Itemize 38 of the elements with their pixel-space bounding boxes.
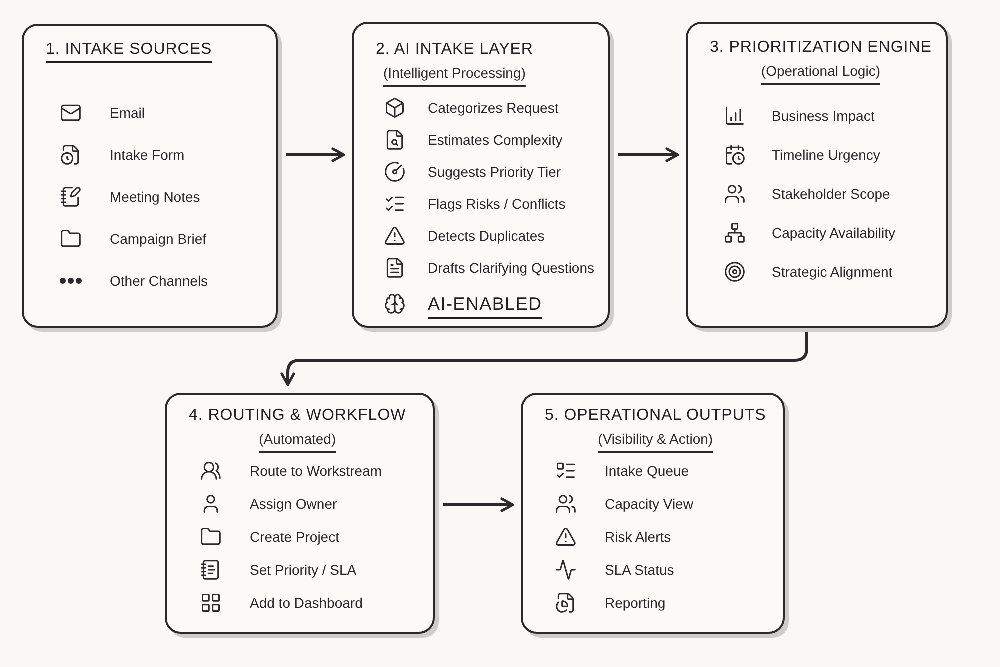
section-title: 3. PRIORITIZATION ENGINE [710, 38, 932, 58]
arrow [618, 148, 680, 162]
item-label: Add to Dashboard [250, 594, 363, 613]
item-label: Timeline Urgency [772, 146, 880, 165]
item-label: Other Channels [110, 272, 208, 291]
section-subtitle: (Intelligent Processing) [384, 64, 526, 83]
item-label: Reporting [605, 594, 666, 613]
item-label: Flags Risks / Conflicts [428, 195, 566, 214]
item-label: Campaign Brief [110, 230, 206, 249]
item-label: SLA Status [605, 561, 674, 580]
item-label: Set Priority / SLA [250, 561, 357, 580]
item-label: Stakeholder Scope [772, 185, 890, 204]
item-label: Intake Form [110, 146, 185, 165]
item-label: Estimates Complexity [428, 131, 563, 150]
section-subtitle: (Operational Logic) [761, 62, 880, 81]
section-title: 4. ROUTING & WORKFLOW [189, 406, 406, 426]
section-subtitle: (Automated) [259, 430, 336, 449]
item-label: Categorizes Request [428, 99, 559, 118]
item-label: Assign Owner [250, 495, 338, 514]
item-label: Capacity View [605, 495, 694, 514]
item-label: Meeting Notes [110, 188, 200, 207]
item-label: Business Impact [772, 107, 875, 126]
item-label: Risk Alerts [605, 528, 672, 547]
emphasis-label: AI-ENABLED [428, 293, 542, 316]
item-label: Suggests Priority Tier [428, 163, 562, 182]
section-title: 1. INTAKE SOURCES [46, 40, 212, 60]
item-label: Strategic Alignment [772, 263, 893, 282]
item-label: Drafts Clarifying Questions [428, 259, 595, 278]
item-label: Email [110, 104, 146, 123]
arrow [280, 331, 808, 386]
arrow [286, 148, 346, 162]
section-title: 5. OPERATIONAL OUTPUTS [545, 406, 766, 426]
item-label: Create Project [250, 528, 340, 547]
section-title: 2. AI INTAKE LAYER [376, 40, 534, 60]
item-label: Detects Duplicates [428, 227, 545, 246]
arrow [443, 498, 514, 512]
section-subtitle: (Visibility & Action) [598, 430, 714, 449]
item-label: Capacity Availability [772, 224, 896, 243]
